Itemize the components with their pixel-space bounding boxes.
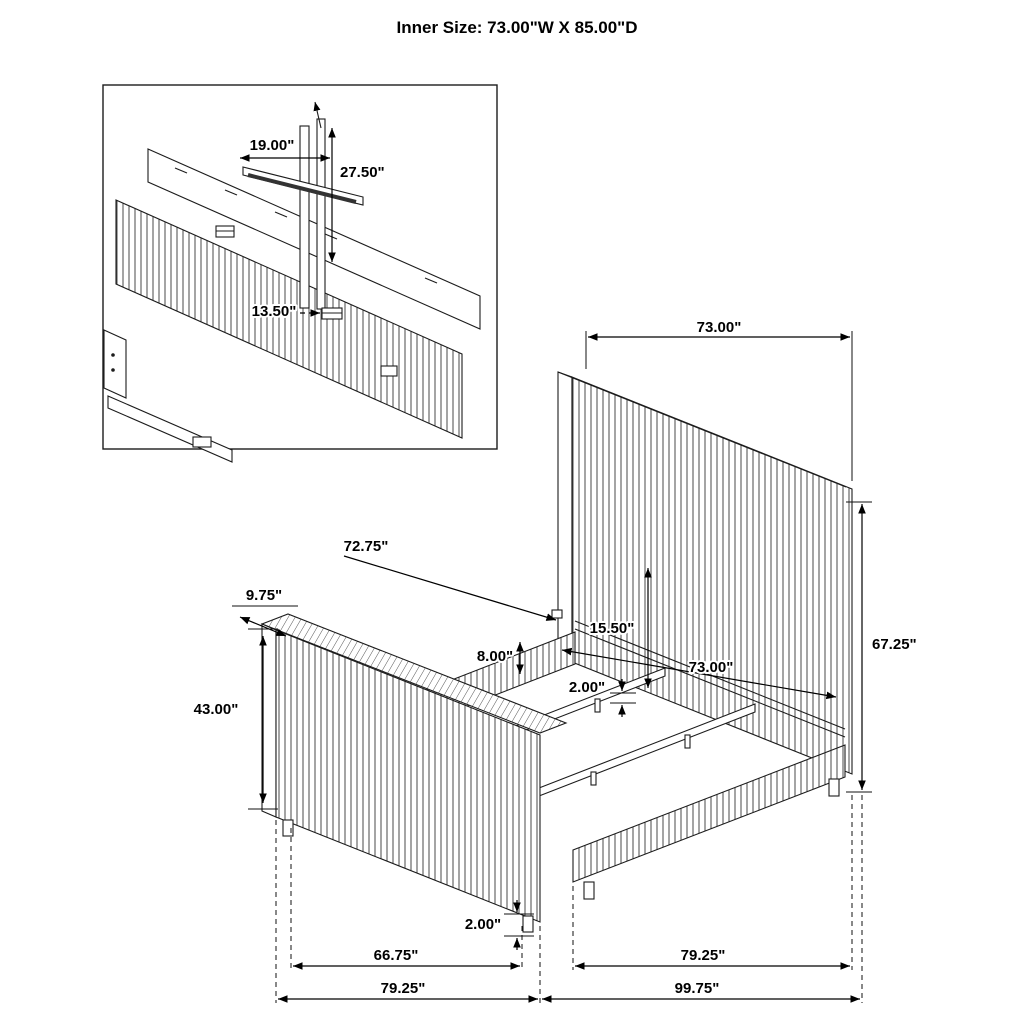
dim-rail-height-label: 8.00" (477, 648, 513, 665)
inset-dimensions: 19.00" 27.50" 13.50" (240, 128, 387, 322)
crossbar-slot (247, 173, 357, 204)
dim-rail-length-label: 72.75" (344, 538, 389, 555)
dim-slat-thickness: 2.00" (567, 677, 636, 717)
inset-headboard-panel (115, 199, 463, 439)
dim-bracket-spacing-label: 13.50" (252, 303, 297, 320)
dim-rail-height: 8.00" (475, 642, 524, 674)
dim-inner-width: 73.00" (561, 647, 837, 700)
bed-leg (522, 915, 534, 933)
dim-headboard-height-label: 67.25" (872, 636, 917, 653)
dim-overall-depth: 99.75" (542, 978, 860, 1003)
dim-headboard-width: 73.00" (585, 317, 853, 481)
dim-headboard-height: 67.25" (846, 501, 919, 793)
dim-leg-height: 2.00" (463, 900, 534, 950)
support-leg (684, 734, 691, 749)
dim-headboard-width-label: 73.00" (697, 319, 742, 336)
dim-footboard-inner-width: 66.75" (293, 945, 520, 970)
dim-footboard-outer-width-label: 79.25" (381, 980, 426, 997)
footboard-front-face (275, 629, 541, 923)
dim-footboard-height-label: 43.00" (194, 701, 239, 718)
extension-lines (275, 795, 863, 1003)
bracket-post (299, 125, 310, 309)
dim-side-rail-span: 79.25" (575, 945, 850, 970)
dim-inner-width-label: 73.00" (689, 659, 734, 676)
mount-clip (192, 436, 212, 448)
rail-bracket (551, 609, 563, 619)
inner-size-title: Inner Size: 73.00"W X 85.00"D (397, 18, 638, 37)
support-leg (590, 771, 597, 786)
dim-footboard-inner-width-label: 66.75" (374, 947, 419, 964)
insert-direction-arrow-icon (313, 101, 322, 129)
inset-back-rail (147, 148, 481, 330)
dim-bracket-height-label: 27.50" (340, 164, 385, 181)
bracket-post-2 (316, 118, 326, 310)
dim-slat-thickness-label: 2.00" (569, 679, 605, 696)
dim-wing-depth: 9.75" (232, 585, 298, 637)
dim-inner-clearance: 15.50" (588, 568, 652, 688)
mount-clip (380, 365, 398, 377)
dim-wing-depth-label: 9.75" (246, 587, 282, 604)
dim-leg-height-label: 2.00" (465, 916, 501, 933)
near-side-rail (572, 744, 846, 900)
footboard-left-edge (261, 623, 277, 818)
bed-leg (583, 881, 595, 900)
dim-rail-length: 72.75" (342, 536, 557, 621)
dim-side-rail-span-label: 79.25" (681, 947, 726, 964)
dim-footboard-outer-width: 79.25" (278, 978, 538, 1003)
dim-crossbar-width-label: 19.00" (250, 137, 295, 154)
dim-overall-depth-label: 99.75" (675, 980, 720, 997)
bed-leg (282, 819, 294, 837)
dimensions: 73.00" 67.25" 72.75" 9.75" 43.00" (192, 317, 919, 1003)
dim-inner-clearance-label: 15.50" (590, 620, 635, 637)
support-leg (594, 698, 601, 713)
bed-leg (828, 778, 840, 797)
inset-detail: 19.00" 27.50" 13.50" (102, 84, 498, 463)
dim-footboard-height: 43.00" (192, 628, 278, 810)
